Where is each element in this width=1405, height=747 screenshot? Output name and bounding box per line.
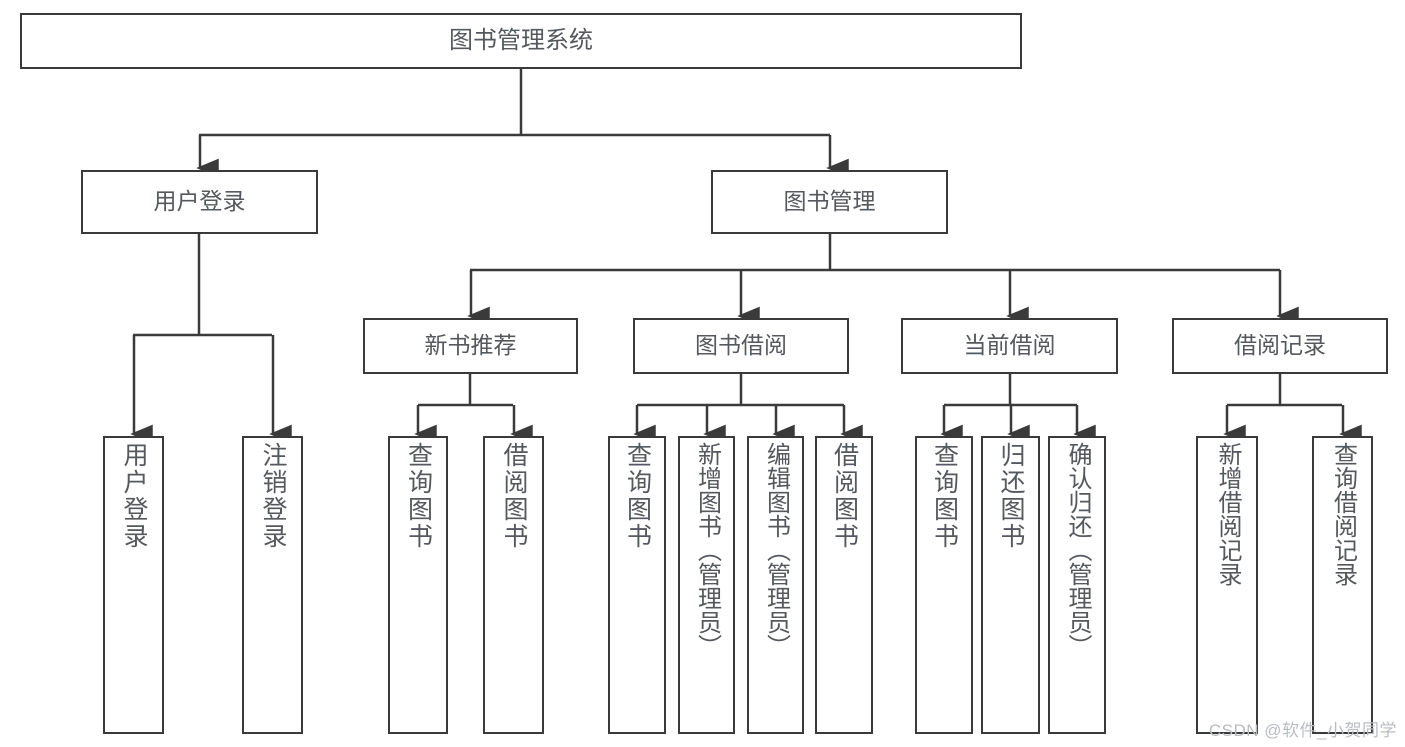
node-label: 借阅图书 [830, 442, 859, 550]
node-leaf5[interactable]: 查询图书 [608, 436, 666, 734]
node-l2a[interactable]: 新书推荐 [363, 318, 578, 374]
node-leaf9[interactable]: 查询图书 [915, 436, 973, 734]
node-label: 新增借阅记录 [1214, 442, 1241, 586]
node-label: 查询借阅记录 [1329, 442, 1357, 586]
node-leaf4[interactable]: 借阅图书 [483, 436, 544, 734]
node-leaf3[interactable]: 查询图书 [388, 436, 448, 734]
node-leaf13[interactable]: 查询借阅记录 [1312, 436, 1373, 734]
node-label: 查询图书 [623, 442, 652, 550]
node-label: 归还图书 [997, 442, 1025, 550]
node-l2b[interactable]: 图书借阅 [633, 318, 849, 374]
node-l2c[interactable]: 当前借阅 [901, 318, 1118, 374]
node-label: 确认归还（管理员） [1064, 442, 1091, 658]
node-l1a[interactable]: 用户登录 [81, 170, 318, 234]
node-label: 用户登录 [153, 188, 246, 215]
node-leaf2[interactable]: 注销登录 [242, 436, 303, 734]
node-label: 查询图书 [404, 442, 433, 550]
csdn-watermark: CSDN @软件_小贺同学 [1208, 721, 1397, 740]
node-label: 图书借阅 [695, 332, 787, 359]
node-label: 借阅图书 [500, 442, 528, 550]
node-label: 新书推荐 [424, 332, 517, 359]
node-root[interactable]: 图书管理系统 [20, 13, 1022, 69]
node-label: 借阅记录 [1234, 332, 1326, 359]
node-label: 注销登录 [259, 442, 287, 550]
node-label: 用户登录 [120, 442, 148, 550]
node-leaf6[interactable]: 新增图书（管理员） [678, 436, 735, 734]
node-l1b[interactable]: 图书管理 [711, 170, 948, 234]
node-leaf11[interactable]: 确认归还（管理员） [1048, 436, 1106, 734]
node-leaf7[interactable]: 编辑图书（管理员） [747, 436, 804, 734]
node-label: 查询图书 [930, 442, 959, 550]
node-leaf8[interactable]: 借阅图书 [815, 436, 873, 734]
node-label: 当前借阅 [963, 332, 1056, 359]
node-label: 编辑图书（管理员） [762, 442, 790, 658]
node-label: 图书管理 [783, 188, 876, 215]
node-label: 新增图书（管理员） [693, 442, 721, 658]
node-label: 图书管理系统 [449, 26, 593, 54]
node-leaf10[interactable]: 归还图书 [981, 436, 1040, 734]
node-leaf12[interactable]: 新增借阅记录 [1196, 436, 1258, 734]
node-l2d[interactable]: 借阅记录 [1172, 318, 1388, 374]
node-leaf1[interactable]: 用户登录 [103, 436, 164, 734]
